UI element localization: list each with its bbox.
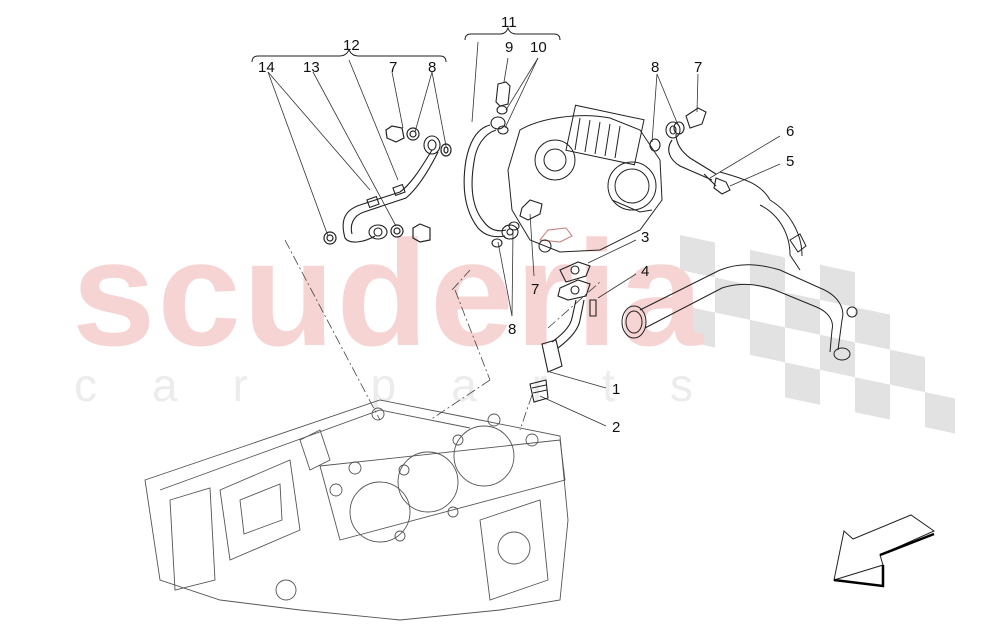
group-label-11[interactable]: 11 bbox=[501, 14, 517, 31]
group-label-12[interactable]: 12 bbox=[343, 37, 360, 54]
callout-8-left[interactable]: 8 bbox=[428, 59, 437, 76]
callout-8-right[interactable]: 8 bbox=[651, 59, 660, 76]
callout-10[interactable]: 10 bbox=[530, 39, 547, 56]
callout-9[interactable]: 9 bbox=[505, 39, 514, 56]
callout-5[interactable]: 5 bbox=[786, 153, 795, 170]
callout-7-left[interactable]: 7 bbox=[389, 59, 398, 76]
callout-7-right[interactable]: 7 bbox=[694, 59, 703, 76]
callout-2[interactable]: 2 bbox=[612, 419, 621, 436]
bracket-group-11 bbox=[464, 26, 561, 41]
bracket-group-12 bbox=[251, 48, 447, 63]
brand-watermark: scuderia bbox=[72, 209, 705, 377]
callout-3[interactable]: 3 bbox=[641, 229, 650, 246]
callout-13[interactable]: 13 bbox=[303, 59, 320, 76]
callout-6[interactable]: 6 bbox=[786, 123, 795, 140]
direction-arrow-icon bbox=[833, 514, 936, 588]
callout-1[interactable]: 1 bbox=[612, 381, 621, 398]
callout-14[interactable]: 14 bbox=[258, 59, 275, 76]
callout-4[interactable]: 4 bbox=[641, 263, 650, 280]
callout-8-middle[interactable]: 8 bbox=[508, 321, 517, 338]
callout-7-middle[interactable]: 7 bbox=[531, 281, 540, 298]
